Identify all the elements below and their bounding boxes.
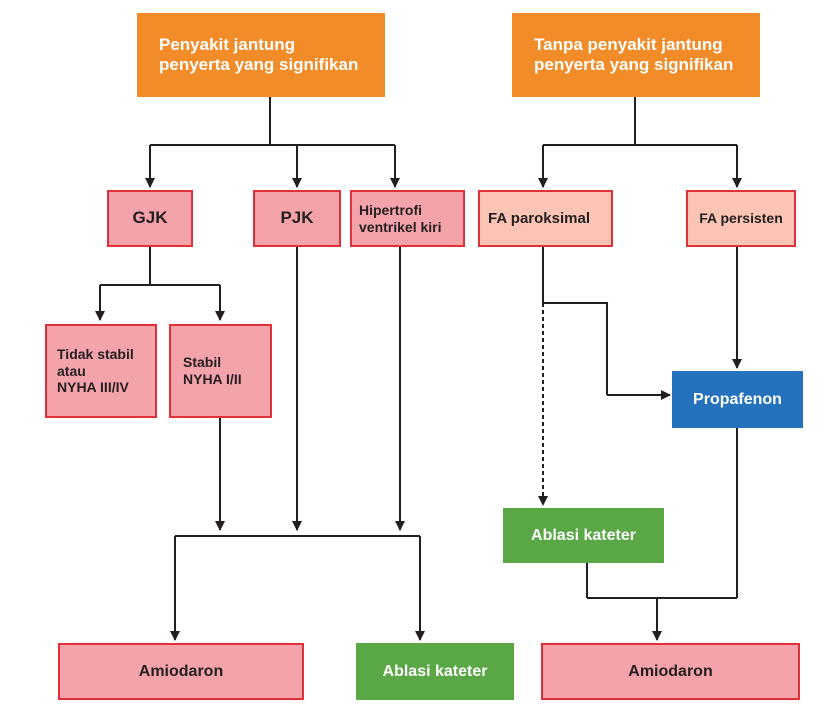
node-unstable: Tidak stabil atau NYHA III/IV (45, 324, 157, 418)
node-lvh: Hipertrofi ventrikel kiri (350, 190, 465, 247)
node-gjk: GJK (107, 190, 193, 247)
node-ablation-left: Ablasi kateter (356, 643, 514, 700)
node-with-heart-disease: Penyakit jantung penyerta yang signifika… (137, 13, 385, 97)
node-fa-persistent: FA persisten (686, 190, 796, 247)
connector-paroxysmal-bar (543, 302, 608, 395)
node-without-heart-disease: Tanpa penyakit jantung penyerta yang sig… (512, 13, 760, 97)
node-amiodaron-right: Amiodaron (541, 643, 800, 700)
node-pjk: PJK (253, 190, 341, 247)
node-propafenon: Propafenon (672, 371, 803, 428)
node-ablation-right: Ablasi kateter (503, 508, 664, 563)
node-amiodaron-left: Amiodaron (58, 643, 304, 700)
node-fa-paroxysmal: FA paroksimal (478, 190, 613, 247)
node-stable: Stabil NYHA I/II (169, 324, 272, 418)
